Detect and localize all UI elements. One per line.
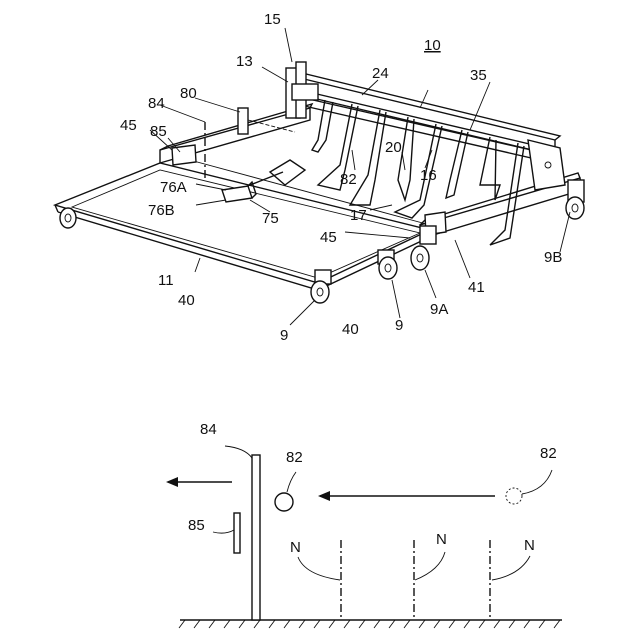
label-n-2: N — [436, 531, 447, 548]
wheel-front-left — [60, 208, 76, 228]
left-upright — [286, 62, 318, 118]
label-10: 10 — [424, 37, 441, 54]
label-n-3: N — [524, 537, 535, 554]
label-24: 24 — [372, 65, 389, 82]
label-35: 35 — [470, 67, 487, 84]
right-upright — [528, 140, 565, 190]
arrow-left-inner — [318, 491, 495, 501]
label-84-schematic: 84 — [200, 421, 217, 438]
ground — [179, 620, 562, 628]
label-40-front: 40 — [178, 292, 195, 309]
label-40-bottom: 40 — [342, 321, 359, 338]
label-41: 41 — [468, 279, 485, 296]
label-75: 75 — [262, 210, 279, 227]
wheel-9A — [411, 226, 436, 270]
label-16: 16 — [420, 167, 437, 184]
bottom-leaders — [213, 446, 552, 580]
label-85-schematic: 85 — [188, 517, 205, 534]
label-13: 13 — [236, 53, 253, 70]
tool-shaft — [300, 97, 540, 160]
label-17: 17 — [350, 207, 367, 224]
label-9-left: 9 — [280, 327, 288, 344]
label-82-schematic-right: 82 — [540, 445, 557, 462]
post-84 — [252, 455, 260, 620]
label-45-upper: 45 — [120, 117, 137, 134]
label-80: 80 — [180, 85, 197, 102]
label-9B: 9B — [544, 249, 562, 266]
label-85: 85 — [150, 123, 167, 140]
label-84: 84 — [148, 95, 165, 112]
label-82: 82 — [340, 171, 357, 188]
wheel-9-left — [311, 270, 331, 303]
object-82-current — [275, 493, 293, 511]
label-20: 20 — [385, 139, 402, 156]
sensor-schematic: 84 82 82 85 N N N — [166, 421, 562, 628]
label-11: 11 — [158, 272, 174, 289]
label-76A: 76A — [160, 179, 187, 196]
label-45-lower: 45 — [320, 229, 337, 246]
wheel-9-mid — [378, 250, 397, 279]
label-82-schematic-left: 82 — [286, 449, 303, 466]
label-n-1: N — [290, 539, 301, 556]
machine-perspective-view: 15 10 13 24 35 84 80 45 85 20 16 82 76A … — [55, 11, 584, 344]
bracket-left — [172, 145, 196, 165]
label-9-mid: 9 — [395, 317, 403, 334]
sensor-85 — [234, 513, 240, 553]
wheel-9B — [566, 180, 584, 219]
label-76B: 76B — [148, 202, 175, 219]
arrow-left-outer — [166, 477, 232, 487]
label-9A: 9A — [430, 301, 448, 318]
label-15: 15 — [264, 11, 281, 28]
object-82-previous — [506, 488, 522, 504]
